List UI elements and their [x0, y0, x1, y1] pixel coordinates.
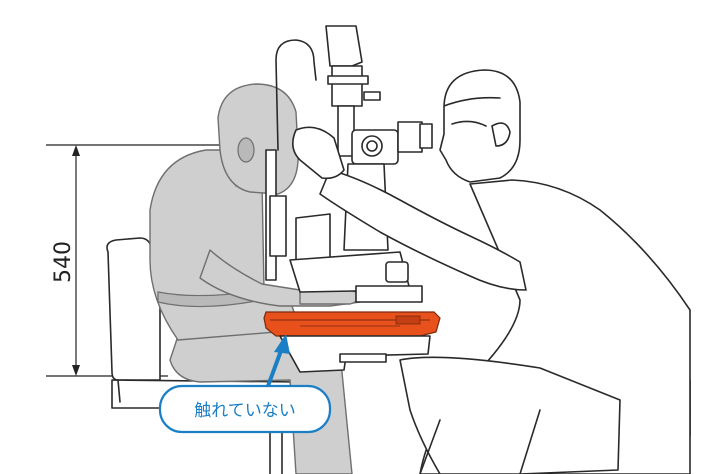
callout-bubble: 触れていない: [158, 384, 332, 434]
dimension-label: 540: [51, 241, 76, 283]
callout-text: 触れていない: [194, 401, 296, 421]
examiner-figure: [292, 69, 691, 474]
callout-arrow: [266, 334, 290, 388]
